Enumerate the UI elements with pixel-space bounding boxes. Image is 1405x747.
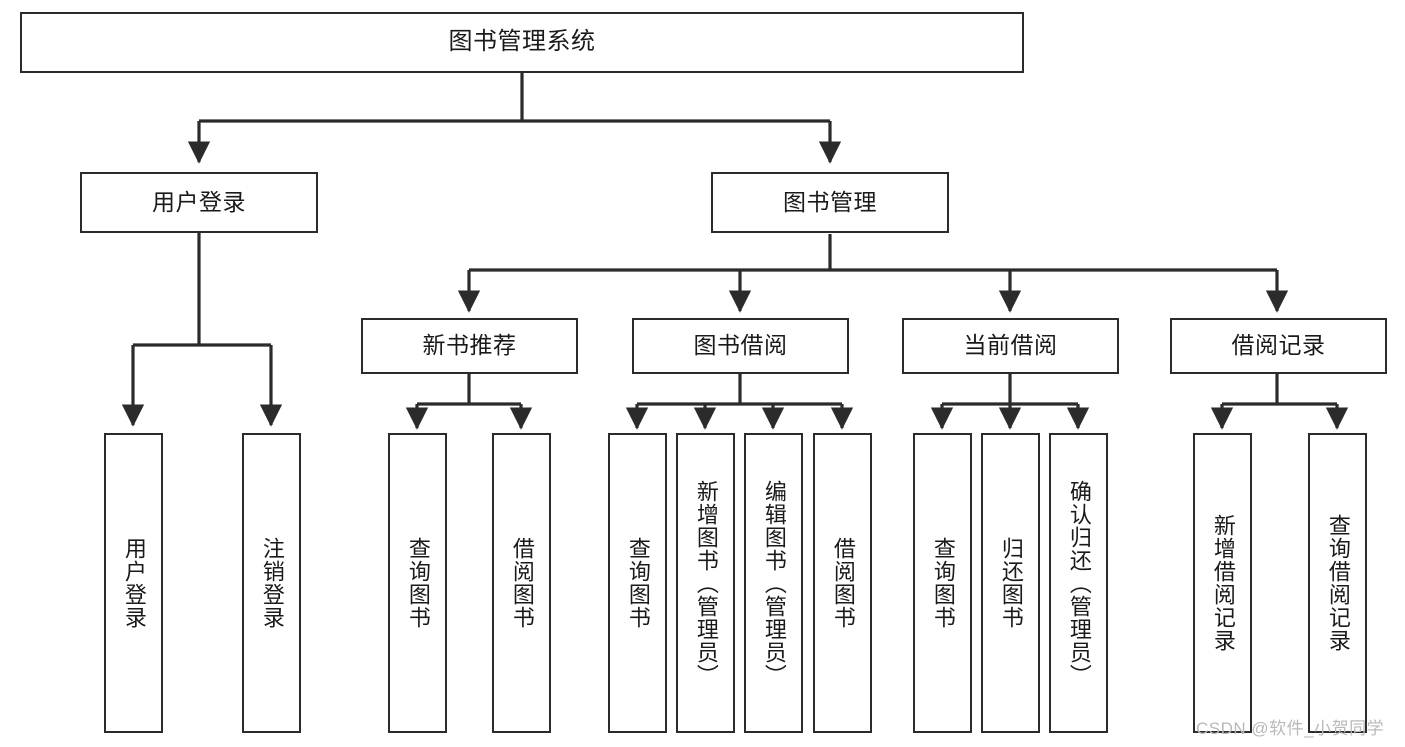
- leaf-query-book-recommend[interactable]: 查询图书: [388, 433, 447, 733]
- leaf-borrow-book[interactable]: 借阅图书: [813, 433, 872, 733]
- node-label: 查询图书: [930, 537, 956, 629]
- leaf-confirm-return-admin[interactable]: 确认归还（管理员）: [1049, 433, 1108, 733]
- node-label: 当前借阅: [963, 332, 1058, 359]
- leaf-add-book-admin[interactable]: 新增图书（管理员）: [676, 433, 735, 733]
- leaf-query-book-current[interactable]: 查询图书: [913, 433, 972, 733]
- leaf-logout[interactable]: 注销登录: [242, 433, 301, 733]
- watermark-text: CSDN @软件_小贺同学: [1196, 719, 1385, 738]
- node-label: 借阅图书: [830, 537, 856, 629]
- node-new-book-recommend[interactable]: 新书推荐: [361, 318, 578, 374]
- leaf-query-book-borrow[interactable]: 查询图书: [608, 433, 667, 733]
- node-label: 借阅记录: [1231, 332, 1326, 359]
- node-root-book-management-system[interactable]: 图书管理系统: [20, 12, 1024, 73]
- node-label: 查询图书: [625, 537, 651, 629]
- node-label: 新增借阅记录: [1210, 514, 1236, 652]
- node-label: 新增图书（管理员）: [693, 479, 719, 687]
- leaf-borrow-book-recommend[interactable]: 借阅图书: [492, 433, 551, 733]
- node-label: 查询借阅记录: [1325, 514, 1351, 652]
- node-user-login[interactable]: 用户登录: [80, 172, 318, 233]
- node-label: 新书推荐: [422, 332, 517, 359]
- node-book-borrow[interactable]: 图书借阅: [632, 318, 849, 374]
- node-label: 图书借阅: [693, 332, 788, 359]
- node-current-borrow[interactable]: 当前借阅: [902, 318, 1119, 374]
- node-label: 确认归还（管理员）: [1066, 479, 1092, 687]
- leaf-edit-book-admin[interactable]: 编辑图书（管理员）: [744, 433, 803, 733]
- node-label: 查询图书: [405, 537, 431, 629]
- node-label: 编辑图书（管理员）: [761, 479, 787, 687]
- node-label: 借阅图书: [509, 537, 535, 629]
- leaf-user-login[interactable]: 用户登录: [104, 433, 163, 733]
- node-borrow-records[interactable]: 借阅记录: [1170, 318, 1387, 374]
- node-label: 注销登录: [259, 537, 285, 629]
- node-label: 归还图书: [998, 537, 1024, 629]
- node-label: 图书管理系统: [448, 28, 596, 56]
- node-label: 图书管理: [783, 188, 877, 215]
- node-label: 用户登录: [121, 537, 147, 629]
- leaf-return-book[interactable]: 归还图书: [981, 433, 1040, 733]
- leaf-add-borrow-record[interactable]: 新增借阅记录: [1193, 433, 1252, 733]
- node-book-management[interactable]: 图书管理: [711, 172, 949, 233]
- leaf-query-borrow-record[interactable]: 查询借阅记录: [1308, 433, 1367, 733]
- node-label: 用户登录: [152, 188, 246, 215]
